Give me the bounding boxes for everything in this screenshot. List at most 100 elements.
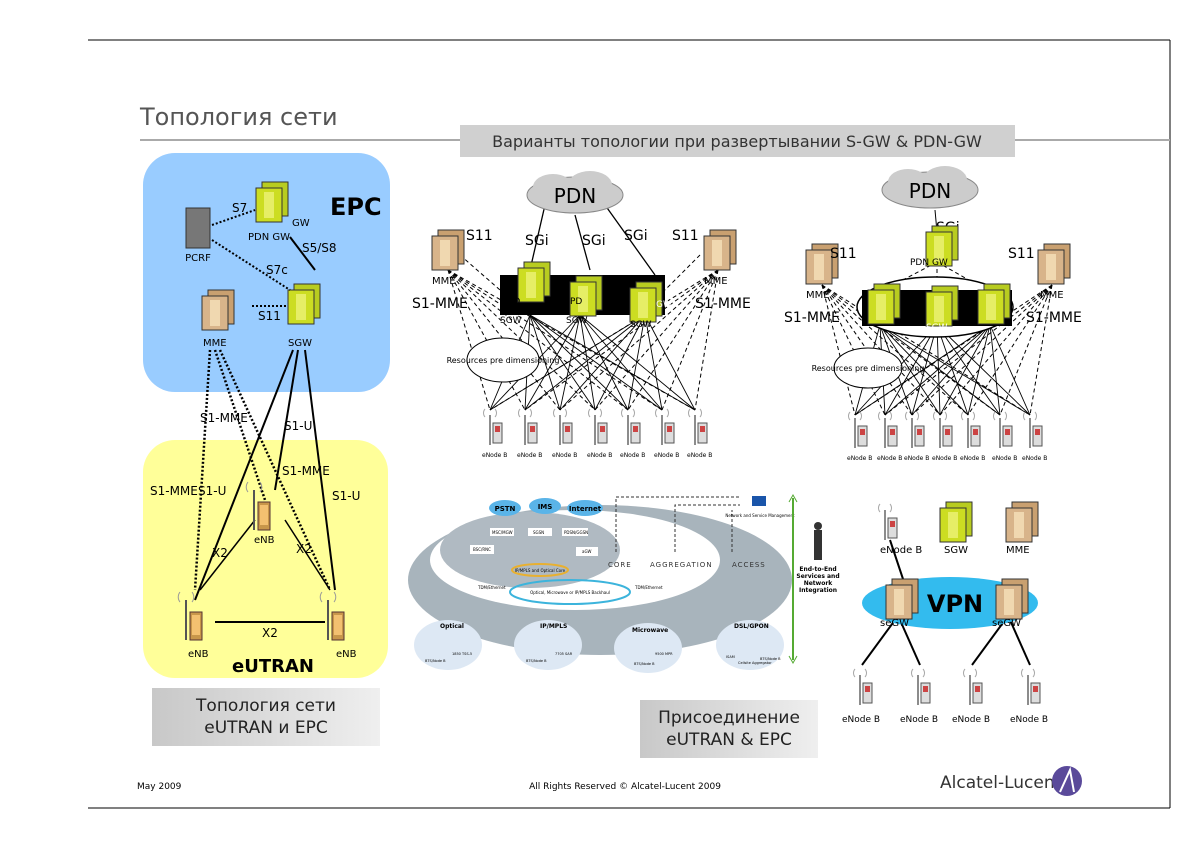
caption-left: Топология сети eUTRAN и EPC xyxy=(152,688,380,746)
mme-label: MME xyxy=(203,338,227,349)
enodeb-label: eNode B xyxy=(880,545,922,556)
bsc-label: BSC/RNC xyxy=(473,547,491,552)
link-line xyxy=(529,314,596,411)
x2-link xyxy=(199,519,256,591)
sgi-label: SGi xyxy=(624,228,648,244)
vpn-link xyxy=(889,539,906,586)
vpn-link xyxy=(1009,619,1031,666)
s11-label: S11 xyxy=(672,228,699,244)
optical-label: Optical xyxy=(440,623,464,630)
enodeb-label: eNode B xyxy=(992,455,1017,462)
link-line xyxy=(447,269,596,411)
bts-label: BTS/Node B xyxy=(526,659,547,663)
link-line xyxy=(936,324,969,416)
nsm-label: Network and Service Management xyxy=(725,513,795,518)
enodeb-icon xyxy=(620,408,641,446)
pdn-gw-icon xyxy=(517,261,551,303)
link-line xyxy=(627,314,646,411)
person-head-icon xyxy=(814,522,822,530)
resources-bubble xyxy=(833,347,903,389)
link-line xyxy=(989,324,1031,416)
enodeb-icon xyxy=(960,411,981,449)
s1u-label: S1-U xyxy=(332,489,360,503)
core-label: CORE xyxy=(608,561,632,569)
enodeb-label: eNode B xyxy=(842,715,880,725)
link-line xyxy=(447,269,629,411)
link-line xyxy=(447,269,696,411)
caption-right: Присоединение eUTRAN & EPC xyxy=(640,700,818,758)
s1mme-link xyxy=(218,349,332,591)
epc-label: EPC xyxy=(330,193,382,221)
link-line xyxy=(524,314,646,411)
x2-label: X2 xyxy=(212,546,228,560)
pd-label: PD xyxy=(570,297,582,307)
caption-line: eUTRAN & EPC xyxy=(666,730,792,750)
sgw-icon xyxy=(939,501,973,543)
access-clusters: Optical IP/MPLS Microwave DSL/GPON BTS/N… xyxy=(414,620,784,673)
bts-label: BTS/Node B xyxy=(425,659,446,663)
mme-label: MME xyxy=(432,276,456,287)
computer-icon xyxy=(752,496,766,506)
link-line xyxy=(529,314,696,411)
msc-label: MSC/MGW xyxy=(492,530,513,535)
sgw-label: SGW xyxy=(500,316,522,326)
mme-label: MME xyxy=(704,276,728,287)
enodeb-icon xyxy=(517,408,538,446)
access-label: ACCESS xyxy=(732,561,766,569)
sgw-icon xyxy=(569,275,603,317)
ipmpls-cluster xyxy=(514,620,582,670)
enodeb-icon xyxy=(552,408,573,446)
enodeb-icon xyxy=(482,408,503,446)
link-line xyxy=(936,324,1001,416)
pstn-label: PSTN xyxy=(495,505,516,513)
enodeb-icon xyxy=(1022,411,1043,449)
enodeb-label: eNode B xyxy=(952,715,990,725)
variant-a-links xyxy=(447,204,719,411)
s11-label: S11 xyxy=(466,228,493,244)
link-line xyxy=(911,284,1053,416)
s1mme-label: S1-MME xyxy=(412,296,468,312)
link-line xyxy=(694,269,719,411)
link-line xyxy=(879,324,1001,416)
mme-icon xyxy=(1005,501,1039,543)
ipmpls-label: IP/MPLS xyxy=(540,623,567,630)
s1mme-label: S1-MME xyxy=(695,296,751,312)
enb-label: eNB xyxy=(188,649,209,660)
s7-label: S7 xyxy=(232,201,247,215)
link-line xyxy=(579,314,663,411)
scope-arrow-heads xyxy=(788,493,798,665)
s1u-label: S1-U xyxy=(284,419,312,433)
alcatel-lucent-logo: Alcatel-Lucent xyxy=(940,773,1062,793)
link-line xyxy=(459,254,501,291)
isam-label: ISAM xyxy=(726,655,735,659)
link-line xyxy=(644,314,696,411)
pcrf-icon xyxy=(185,207,211,249)
link-line xyxy=(594,269,719,411)
link-line xyxy=(664,254,701,291)
enodeb-icon xyxy=(962,668,983,706)
bts-label: BTS/Node B xyxy=(634,662,655,666)
enodeb-label: eNode B xyxy=(552,452,577,459)
enodeb-icon xyxy=(687,408,708,446)
aggregation-label: AGGREGATION xyxy=(650,561,713,569)
link-line xyxy=(821,284,1001,416)
topology-variant-a: PDN PD PD GW MME MME S11 S11 SGi SGi SGi… xyxy=(412,170,751,459)
link-line xyxy=(579,314,629,411)
banner-text: Варианты топологии при развертывании S-G… xyxy=(492,132,982,151)
link-line xyxy=(879,261,938,293)
mme-label: MME xyxy=(1040,290,1064,301)
backhaul-network-diagram: PSTN IMS Internet MSC/MGW SGSN PDSN/GGSN… xyxy=(408,493,840,673)
optical-cluster xyxy=(414,620,482,670)
ims-cloud-icon xyxy=(529,498,561,514)
banner-box xyxy=(460,125,1015,157)
s1u-label: S1-U xyxy=(198,484,226,498)
link-line xyxy=(821,284,1031,416)
x2-label: X2 xyxy=(262,626,278,640)
link-line xyxy=(559,314,581,411)
s1mme-label: S1-MME xyxy=(150,484,198,498)
backhaul-label: Optical, Microwave or IP/MPLS Backhaul xyxy=(530,590,610,595)
